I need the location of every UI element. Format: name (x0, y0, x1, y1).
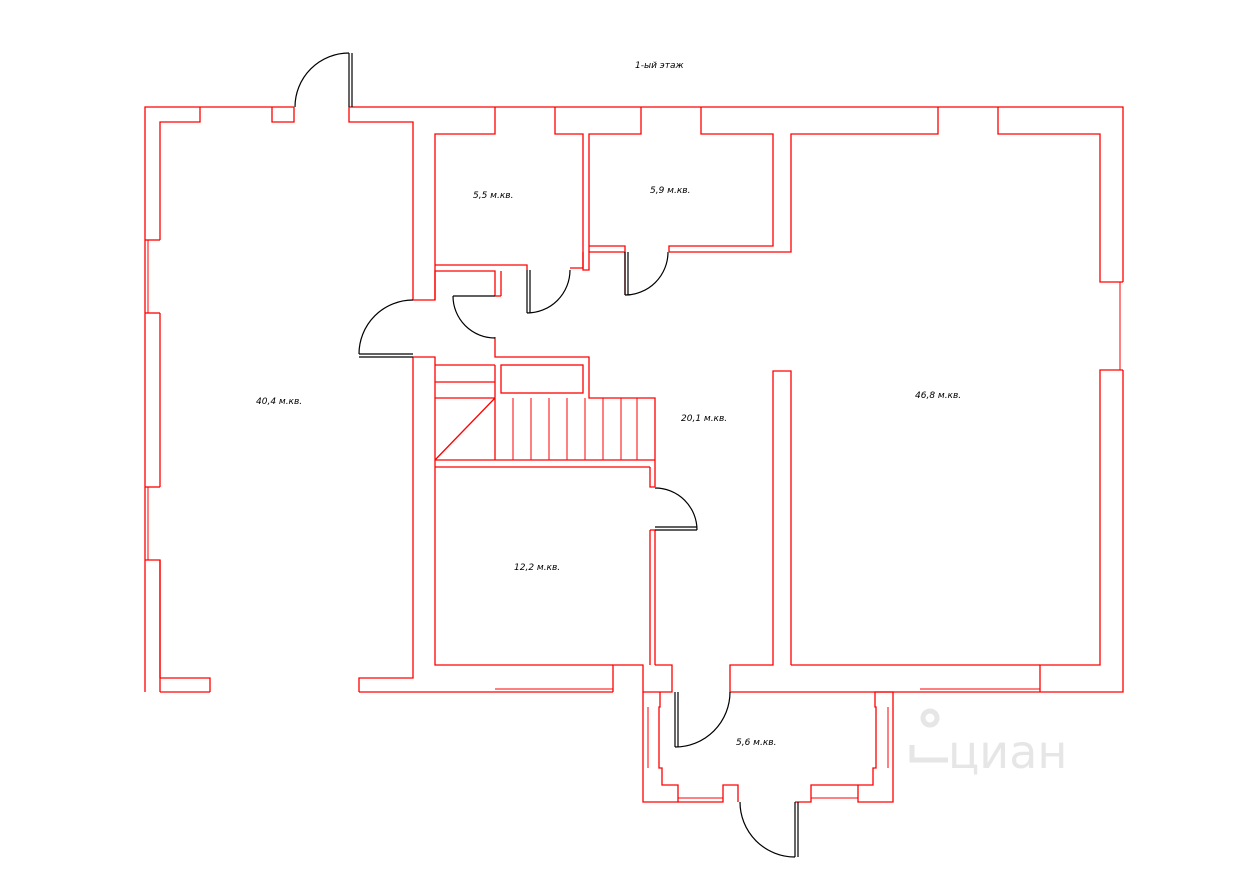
porch-outer-door (739, 801, 799, 858)
room-area-label: 5,9 м.кв. (650, 186, 690, 196)
room-area-label: 20,1 м.кв. (681, 414, 727, 424)
floor-title: 1-ый этаж (635, 61, 684, 71)
doors (294, 52, 799, 858)
room-c-door (654, 487, 698, 531)
room-area-label: 5,6 м.кв. (736, 738, 776, 748)
entrance-door (294, 52, 353, 108)
room-area-label: 5,5 м.кв. (473, 191, 513, 201)
room-a-inner-door (526, 269, 571, 314)
room-area-label: 12,2 м.кв. (514, 563, 560, 573)
room-area-label: 46,8 м.кв. (915, 391, 961, 401)
room-a-door (452, 295, 496, 339)
watermark-text: циан (948, 725, 1067, 779)
room-labels: 40,4 м.кв. 5,5 м.кв. 5,9 м.кв. 20,1 м.кв… (256, 186, 961, 748)
watermark-icon (909, 708, 948, 763)
watermark: циан (909, 708, 1067, 779)
interior-walls (413, 107, 894, 803)
room-b-door (624, 251, 669, 296)
porch-inner-door (674, 691, 731, 748)
room-area-label: 40,4 м.кв. (256, 397, 302, 407)
garage-door (358, 299, 414, 358)
